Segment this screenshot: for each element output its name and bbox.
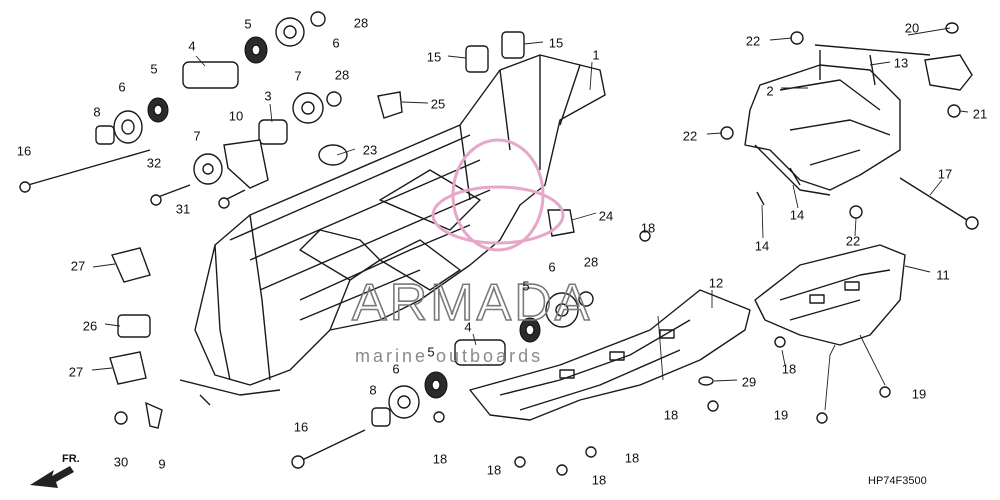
callout-3: 3 [264,88,271,103]
leader-lines [91,27,969,411]
callout-6: 6 [548,259,555,274]
callout-19: 19 [774,407,788,422]
watermark-tagline: marine outboards [355,346,543,366]
part-code: HP74F3500 [868,475,927,487]
callout-6: 6 [392,361,399,376]
watermark-brand: ARMADA [352,274,592,332]
main-frame [179,54,606,406]
callout-30: 30 [114,454,128,469]
callout-4: 4 [188,38,195,53]
arrow-icon [30,466,74,488]
callout-15: 15 [549,35,563,50]
callout-18: 18 [487,462,501,477]
callout-22: 22 [746,33,760,48]
callout-13: 13 [894,55,908,70]
callout-27: 27 [71,258,85,273]
callout-18: 18 [625,450,639,465]
callout-28: 28 [335,67,349,82]
callout-12: 12 [709,275,723,290]
watermark-emblem [451,138,545,252]
callout-24: 24 [599,208,613,223]
callout-labels: 1234455556666778891011121314141515161617… [17,15,987,487]
callout-6: 6 [118,79,125,94]
callout-19: 19 [912,386,926,401]
callout-15: 15 [427,49,441,64]
callout-8: 8 [93,104,100,119]
callout-18: 18 [433,451,447,466]
watermark: ARMADA marine outboards [351,138,592,366]
callout-9: 9 [158,456,165,471]
callout-26: 26 [83,318,97,333]
callout-10: 10 [229,108,243,123]
callout-7: 7 [294,68,301,83]
callout-18: 18 [664,407,678,422]
callout-17: 17 [938,166,952,181]
callout-14: 14 [790,207,804,222]
callout-11: 11 [936,267,950,282]
callout-20: 20 [905,20,919,35]
callout-7: 7 [193,128,200,143]
callout-28: 28 [584,254,598,269]
front-direction-indicator: FR. [30,453,80,488]
callout-22: 22 [846,233,860,248]
callout-31: 31 [176,201,190,216]
callout-16: 16 [294,419,308,434]
callout-25: 25 [431,96,445,111]
callout-1: 1 [592,47,599,62]
callout-6: 6 [332,35,339,50]
callout-29: 29 [742,374,756,389]
callout-5: 5 [522,278,529,293]
callout-14: 14 [755,238,769,253]
skid-plate-front [754,244,906,346]
callout-8: 8 [369,382,376,397]
front-subframe [744,44,931,196]
callout-18: 18 [592,472,606,487]
small-parts [19,11,979,476]
callout-32: 32 [147,155,161,170]
callout-21: 21 [973,106,987,121]
callout-5: 5 [150,61,157,76]
callout-5: 5 [244,16,251,31]
callout-28: 28 [354,15,368,30]
callout-16: 16 [17,143,31,158]
callout-5: 5 [427,344,434,359]
callout-23: 23 [363,142,377,157]
callout-22: 22 [683,128,697,143]
callout-27: 27 [69,364,83,379]
callout-18: 18 [641,220,655,235]
callout-2: 2 [766,83,773,98]
callout-4: 4 [464,319,471,334]
callout-18: 18 [782,361,796,376]
direction-label: FR. [62,453,80,465]
